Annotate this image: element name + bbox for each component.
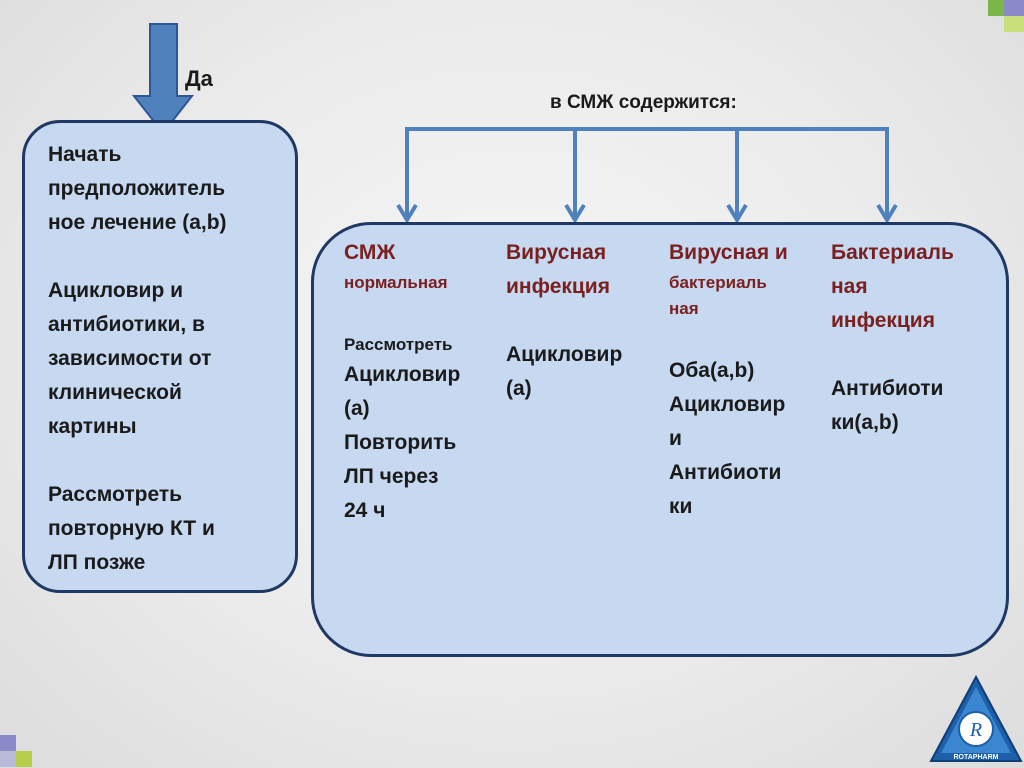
rotapharm-logo: R ROTAPHARM [929,674,1023,762]
column-body: Антибиоти ки(a,b) [831,377,944,434]
column-heading: Бактериаль ная инфекция [831,241,954,332]
corner-decoration [1004,0,1024,16]
contains-label: в СМЖ содержится: [550,92,737,113]
corner-decoration [0,751,16,767]
column-subheading: бактериаль ная [669,273,767,318]
csf-results-box [311,222,1009,657]
corner-decoration [988,0,1004,16]
column-subheading: нормальная [344,273,448,292]
svg-text:R: R [969,719,982,741]
column-normal-csf: СМЖ нормальная Рассмотреть Ацикловир (а)… [344,236,499,528]
column-viral-bacterial: Вирусная и бактериаль ная Оба(a,b) Ацикл… [669,236,819,524]
treatment-recheck: Рассмотреть повторную КТ и ЛП позже [48,483,215,574]
treatment-box [22,120,298,593]
treatment-start: Начать предположитель ное лечение (a,b) [48,143,227,234]
column-heading: Вирусная инфекция [506,241,610,298]
down-arrow-icon [131,23,195,135]
corner-decoration [16,751,32,767]
yes-label: Да [185,66,213,91]
column-body: Ацикловир (а) [506,343,623,400]
treatment-drugs: Ацикловир и антибиотики, в зависимости о… [48,279,212,438]
column-heading: СМЖ [344,241,396,264]
treatment-text: Начать предположитель ное лечение (a,b) … [48,138,278,614]
column-note: Рассмотреть [344,335,453,354]
corner-decoration [1004,16,1024,32]
branch-connector [396,127,898,224]
column-bacterial: Бактериаль ная инфекция Антибиоти ки(a,b… [831,236,991,440]
logo-text: ROTAPHARM [954,754,999,761]
column-viral: Вирусная инфекция Ацикловир (а) [506,236,656,406]
column-heading: Вирусная и [669,241,788,264]
column-body: Оба(a,b) Ацикловир и Антибиоти ки [669,359,786,518]
corner-decoration [0,735,16,751]
column-body: Ацикловир (а) Повторить ЛП через 24 ч [344,363,461,522]
